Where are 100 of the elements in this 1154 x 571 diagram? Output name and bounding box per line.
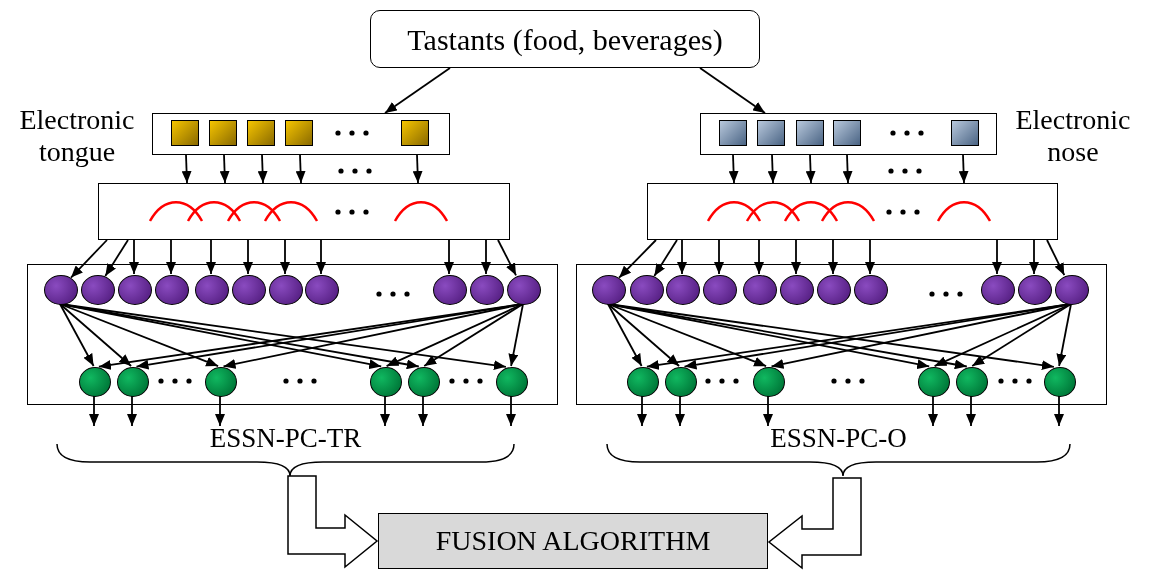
arrow <box>992 239 1002 275</box>
device-label: Electronic nose <box>1014 104 1132 169</box>
arrow <box>928 395 938 427</box>
block-arrow <box>287 475 379 569</box>
device-label: Electronic tongue <box>18 104 136 169</box>
neuron-circle <box>666 275 700 305</box>
neuron-circle <box>117 367 149 397</box>
neuron-circle <box>627 367 659 397</box>
arrow <box>754 239 764 275</box>
arrow <box>243 239 253 275</box>
arrow <box>412 154 423 184</box>
arrow <box>316 239 326 275</box>
neuron-circle <box>370 367 402 397</box>
arrow <box>59 303 132 367</box>
neuron-circle <box>195 275 229 305</box>
arrow <box>423 303 524 367</box>
group-label: ESSN-PC-O <box>769 423 908 455</box>
neuron-circle <box>408 367 440 397</box>
arrow <box>958 154 969 184</box>
arrow <box>828 239 838 275</box>
neuron-circle <box>205 367 237 397</box>
network-box <box>27 264 558 405</box>
arrow <box>607 303 643 367</box>
neuron-circle <box>79 367 111 397</box>
arrow <box>675 395 685 427</box>
arrow <box>506 395 516 427</box>
arrow <box>215 395 225 427</box>
arrow <box>481 239 491 275</box>
neuron-circle <box>918 367 950 397</box>
arrow <box>497 239 517 277</box>
arrow <box>1054 395 1064 427</box>
neuron-circle <box>956 367 988 397</box>
arrow <box>257 154 268 184</box>
neuron-circle <box>703 275 737 305</box>
arrow <box>865 239 875 275</box>
neuron-circle <box>81 275 115 305</box>
arrow <box>637 395 647 427</box>
arrow <box>767 154 778 184</box>
arrow <box>618 239 657 279</box>
arrow <box>384 67 451 114</box>
arrow <box>653 239 678 277</box>
arrow <box>805 154 816 184</box>
neuron-circle <box>433 275 467 305</box>
arrow <box>508 303 524 367</box>
neuron-circle <box>44 275 78 305</box>
neuron-circle <box>155 275 189 305</box>
neuron-circle <box>817 275 851 305</box>
arrow <box>728 154 739 184</box>
arrow <box>607 303 680 367</box>
arrow <box>714 239 724 275</box>
sensor-array-box <box>152 113 450 155</box>
tuning-curve-box <box>647 183 1058 240</box>
neuron-circle <box>232 275 266 305</box>
neuron-circle <box>780 275 814 305</box>
arrow <box>444 239 454 275</box>
neuron-circle <box>592 275 626 305</box>
arrow <box>59 303 95 367</box>
neuron-circle <box>496 367 528 397</box>
arrow <box>280 239 290 275</box>
arrow <box>181 154 192 184</box>
neuron-circle <box>1044 367 1076 397</box>
neuron-circle <box>118 275 152 305</box>
arrow <box>104 239 129 277</box>
neuron-circle <box>1018 275 1052 305</box>
neuron-circle <box>854 275 888 305</box>
arrow <box>1056 303 1072 367</box>
neuron-circle <box>665 367 697 397</box>
tuning-curve-box <box>98 183 510 240</box>
arrow <box>966 395 976 427</box>
arrow <box>70 239 108 279</box>
neuron-circle <box>1055 275 1089 305</box>
network-box <box>576 264 1107 405</box>
neuron-circle <box>305 275 339 305</box>
arrow <box>380 395 390 427</box>
neuron-circle <box>630 275 664 305</box>
process-box: FUSION ALGORITHM <box>378 513 768 569</box>
neuron-circle <box>470 275 504 305</box>
arrow <box>677 239 687 275</box>
group-label: ESSN-PC-TR <box>208 423 363 455</box>
block-arrow <box>767 477 862 570</box>
neuron-circle <box>981 275 1015 305</box>
arrow <box>763 395 773 427</box>
arrow <box>129 239 139 275</box>
arrow <box>295 154 306 184</box>
arrow <box>699 67 766 114</box>
source-box: Tastants (food, beverages) <box>370 10 760 68</box>
arrow <box>89 395 99 427</box>
arrow <box>206 239 216 275</box>
neuron-circle <box>507 275 541 305</box>
arrow <box>219 154 230 184</box>
arrow <box>1046 239 1066 277</box>
arrow <box>418 395 428 427</box>
sensor-array-box <box>700 113 997 155</box>
arrow <box>166 239 176 275</box>
neuron-circle <box>269 275 303 305</box>
arrow <box>127 395 137 427</box>
neuron-circle <box>743 275 777 305</box>
arrow <box>1029 239 1039 275</box>
arrow <box>791 239 801 275</box>
neuron-circle <box>753 367 785 397</box>
